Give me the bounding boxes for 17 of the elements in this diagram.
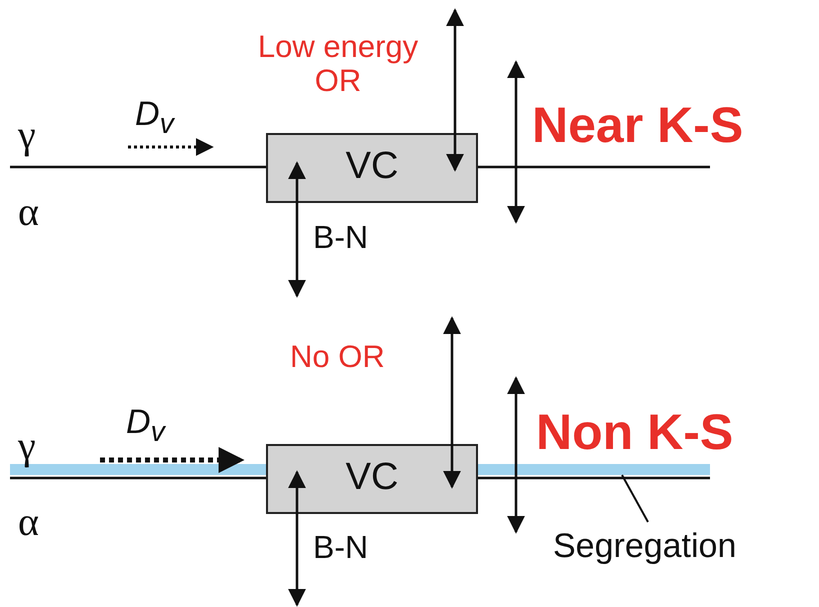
phase-symbol: γ <box>18 424 36 468</box>
phase-symbol: γ <box>18 113 36 157</box>
annotation-text: Low energy OR <box>256 30 420 98</box>
leader-line <box>621 474 649 522</box>
annotation-text: Segregation <box>553 524 815 568</box>
phase-symbol: α <box>18 500 39 544</box>
annotation-text: No OR <box>290 340 385 374</box>
segregation-layer <box>478 464 710 475</box>
symbol-label: D$_{v}$ <box>126 404 165 448</box>
heading-text: Non K-S <box>536 405 734 460</box>
vc-box: VC <box>266 133 478 203</box>
symbol-label: D$_{v}$ <box>135 96 174 140</box>
heading-text: Near K-S <box>532 98 744 153</box>
annotation-text: B-N <box>313 530 368 566</box>
vc-box: VC <box>266 444 478 514</box>
annotation-text: B-N <box>313 220 368 256</box>
phase-symbol: α <box>18 190 39 234</box>
